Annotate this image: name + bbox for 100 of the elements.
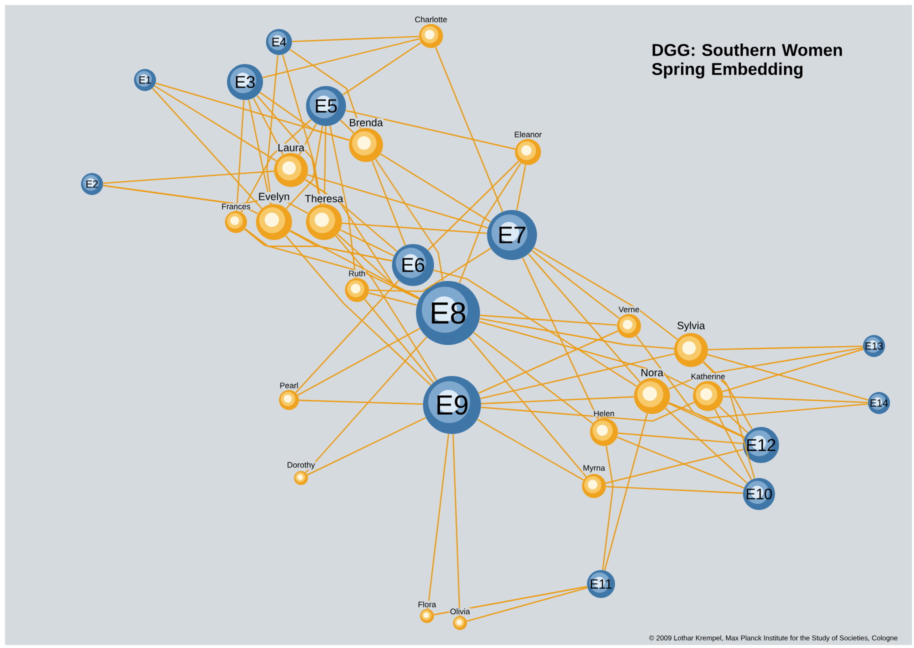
- person-ball: [693, 381, 723, 411]
- event-ball: [423, 376, 481, 434]
- connector-line: [304, 179, 420, 300]
- connector-line: [477, 418, 584, 481]
- connector-line: [298, 328, 420, 396]
- connector-line: [466, 587, 588, 622]
- person-ball: [420, 609, 434, 623]
- connector-line: [295, 280, 400, 393]
- connector-line: [369, 248, 492, 292]
- connector-line: [714, 409, 752, 480]
- person-ball: [349, 128, 383, 162]
- connector-line: [604, 413, 648, 570]
- node-label: E1: [140, 76, 151, 84]
- connector-line: [364, 299, 434, 383]
- connector-line: [433, 270, 637, 387]
- connector-line: [299, 400, 423, 405]
- connector-line: [286, 126, 324, 210]
- connector-line: [340, 120, 354, 134]
- connector-line: [723, 396, 868, 404]
- connector-line: [282, 54, 322, 204]
- connector-line: [285, 235, 432, 386]
- connector-line: [532, 250, 620, 320]
- person-ball: [582, 474, 606, 498]
- node-label: Theresa: [304, 194, 344, 203]
- node-label: Brenda: [348, 118, 384, 127]
- node-label: Sylvia: [676, 321, 706, 332]
- connector-line: [664, 408, 748, 484]
- event-ball: [227, 64, 263, 100]
- node-label: E13: [866, 342, 883, 350]
- connector-line: [522, 258, 599, 420]
- connector-line: [244, 228, 392, 262]
- event-ball: [134, 69, 156, 91]
- connector-line: [342, 222, 487, 234]
- event-ball: [743, 427, 779, 463]
- node-label: E10: [746, 488, 772, 500]
- event-ball: [743, 478, 775, 510]
- person-ball: [590, 418, 618, 446]
- connector-line: [329, 126, 356, 278]
- connector-line: [427, 434, 450, 609]
- node-label: E2: [86, 180, 98, 188]
- connector-line: [480, 353, 674, 400]
- connector-line: [256, 95, 322, 204]
- connector-line: [533, 247, 678, 340]
- node-label: E4: [272, 38, 286, 46]
- event-ball: [306, 86, 346, 126]
- person-ball: [515, 139, 541, 165]
- node-label: E3: [236, 76, 255, 88]
- connector-line: [248, 100, 271, 204]
- connector-line: [305, 336, 428, 474]
- event-ball: [266, 29, 292, 55]
- connector-line: [324, 126, 326, 204]
- connector-line: [337, 234, 420, 300]
- connector-line: [481, 402, 694, 422]
- node-label: E9: [437, 395, 468, 415]
- connector-line: [236, 100, 244, 211]
- connector-line: [606, 448, 744, 484]
- person-ball: [256, 204, 292, 240]
- connector-line: [380, 153, 491, 222]
- connector-line: [707, 354, 868, 401]
- person-ball: [306, 204, 342, 240]
- node-label: Verne: [618, 306, 640, 313]
- node-label: E11: [590, 579, 612, 589]
- event-ball: [81, 173, 103, 195]
- connector-line: [478, 321, 695, 390]
- event-ball: [392, 244, 434, 286]
- connector-line: [435, 47, 504, 212]
- connector-line: [156, 82, 350, 141]
- node-label: E8: [432, 302, 466, 324]
- connector-line: [428, 160, 520, 251]
- connector-line: [636, 335, 745, 438]
- node-label: Evelyn: [258, 192, 290, 203]
- connector-line: [458, 162, 522, 284]
- connector-line: [368, 292, 417, 306]
- connector-line: [481, 396, 634, 404]
- person-ball: [674, 333, 708, 367]
- connector-line: [602, 446, 614, 570]
- connector-line: [618, 432, 743, 444]
- connector-line: [266, 55, 278, 204]
- connector-line: [668, 402, 868, 419]
- connector-line: [154, 85, 277, 162]
- connector-line: [252, 98, 284, 156]
- connector-line: [335, 235, 437, 381]
- connector-line: [290, 230, 420, 299]
- person-ball: [634, 378, 670, 414]
- person-ball: [274, 153, 308, 187]
- person-ball: [345, 278, 369, 302]
- connector-line: [480, 318, 674, 350]
- connector-line: [703, 361, 753, 430]
- connector-line: [452, 434, 460, 616]
- connector-line: [668, 347, 864, 390]
- connector-line: [468, 337, 587, 478]
- connector-line: [516, 164, 526, 210]
- node-label: E5: [316, 99, 337, 113]
- person-ball: [279, 390, 299, 410]
- node-label: Frances: [221, 203, 251, 210]
- person-ball: [617, 314, 641, 338]
- connector-line: [103, 170, 274, 184]
- connector-line: [434, 586, 588, 616]
- connector-line: [718, 406, 748, 434]
- connector-line: [307, 417, 426, 476]
